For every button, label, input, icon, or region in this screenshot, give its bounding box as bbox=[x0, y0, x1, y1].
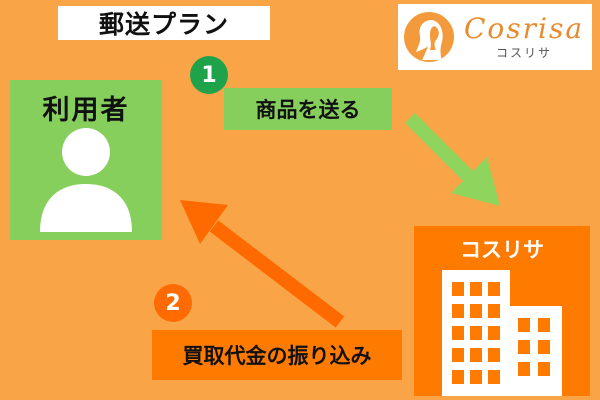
step-2-box: 買取代金の振り込み bbox=[152, 330, 402, 380]
step-2-badge: 2 bbox=[154, 284, 192, 322]
step-1-box: 商品を送る bbox=[224, 88, 392, 130]
shop-box: コスリサ bbox=[414, 226, 590, 396]
step-1-label: 商品を送る bbox=[255, 98, 361, 122]
woman-silhouette-logo-icon bbox=[404, 12, 454, 62]
person-icon bbox=[40, 128, 132, 232]
arrow-to-user bbox=[180, 200, 345, 328]
building-icon bbox=[442, 270, 562, 396]
step-1-badge: 1 bbox=[190, 56, 228, 94]
brand-logo: Cosrisa コスリサ bbox=[398, 4, 592, 70]
logo-kana: コスリサ bbox=[496, 45, 553, 60]
user-box: 利用者 bbox=[10, 80, 162, 240]
logo-text: Cosrisa コスリサ bbox=[464, 11, 585, 61]
logo-wordmark: Cosrisa bbox=[464, 11, 585, 45]
arrow-to-shop bbox=[405, 113, 500, 206]
page-title: 郵送プラン bbox=[98, 10, 229, 39]
step-2-label: 買取代金の振り込み bbox=[182, 344, 372, 368]
shop-label: コスリサ bbox=[460, 238, 544, 262]
title-banner: 郵送プラン bbox=[58, 6, 270, 40]
user-label: 利用者 bbox=[42, 95, 130, 126]
step-2-number: 2 bbox=[165, 290, 181, 316]
step-1-number: 1 bbox=[201, 62, 217, 88]
